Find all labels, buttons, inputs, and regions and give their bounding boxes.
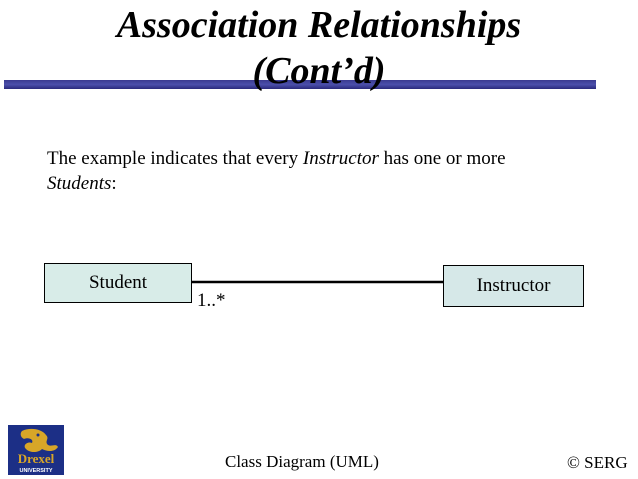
class-box-instructor: Instructor bbox=[443, 265, 584, 307]
class-name-student: Student bbox=[88, 272, 148, 293]
body-text-part3: : bbox=[111, 173, 117, 194]
logo-wordmark: Drexel bbox=[18, 451, 55, 466]
slide-title-line1: Association Relationships bbox=[116, 4, 522, 46]
class-name-instructor: Instructor bbox=[476, 275, 551, 296]
logo-subtext: UNIVERSITY bbox=[19, 468, 52, 474]
slide-title: Association Relationships (Cont’d) bbox=[0, 2, 638, 94]
body-text-part1: The example indicates that every bbox=[47, 148, 303, 169]
body-text-part2: has one or more bbox=[378, 148, 506, 169]
slide-title-line2: (Cont’d) bbox=[252, 50, 386, 92]
dragon-eye-icon bbox=[36, 433, 40, 437]
footer-course-title: Class Diagram (UML) bbox=[225, 452, 379, 471]
dragon-icon bbox=[20, 428, 58, 452]
title-underline-bar bbox=[4, 80, 596, 89]
drexel-logo: Drexel UNIVERSITY bbox=[8, 425, 64, 475]
body-text-students: Students bbox=[47, 173, 112, 194]
body-text-instructor: Instructor bbox=[302, 148, 379, 169]
slide-body-text: The example indicates that every Instruc… bbox=[47, 146, 607, 196]
class-box-student: Student bbox=[44, 263, 192, 303]
multiplicity-label: 1..* bbox=[197, 290, 226, 311]
footer-copyright: © SERG bbox=[567, 453, 628, 472]
